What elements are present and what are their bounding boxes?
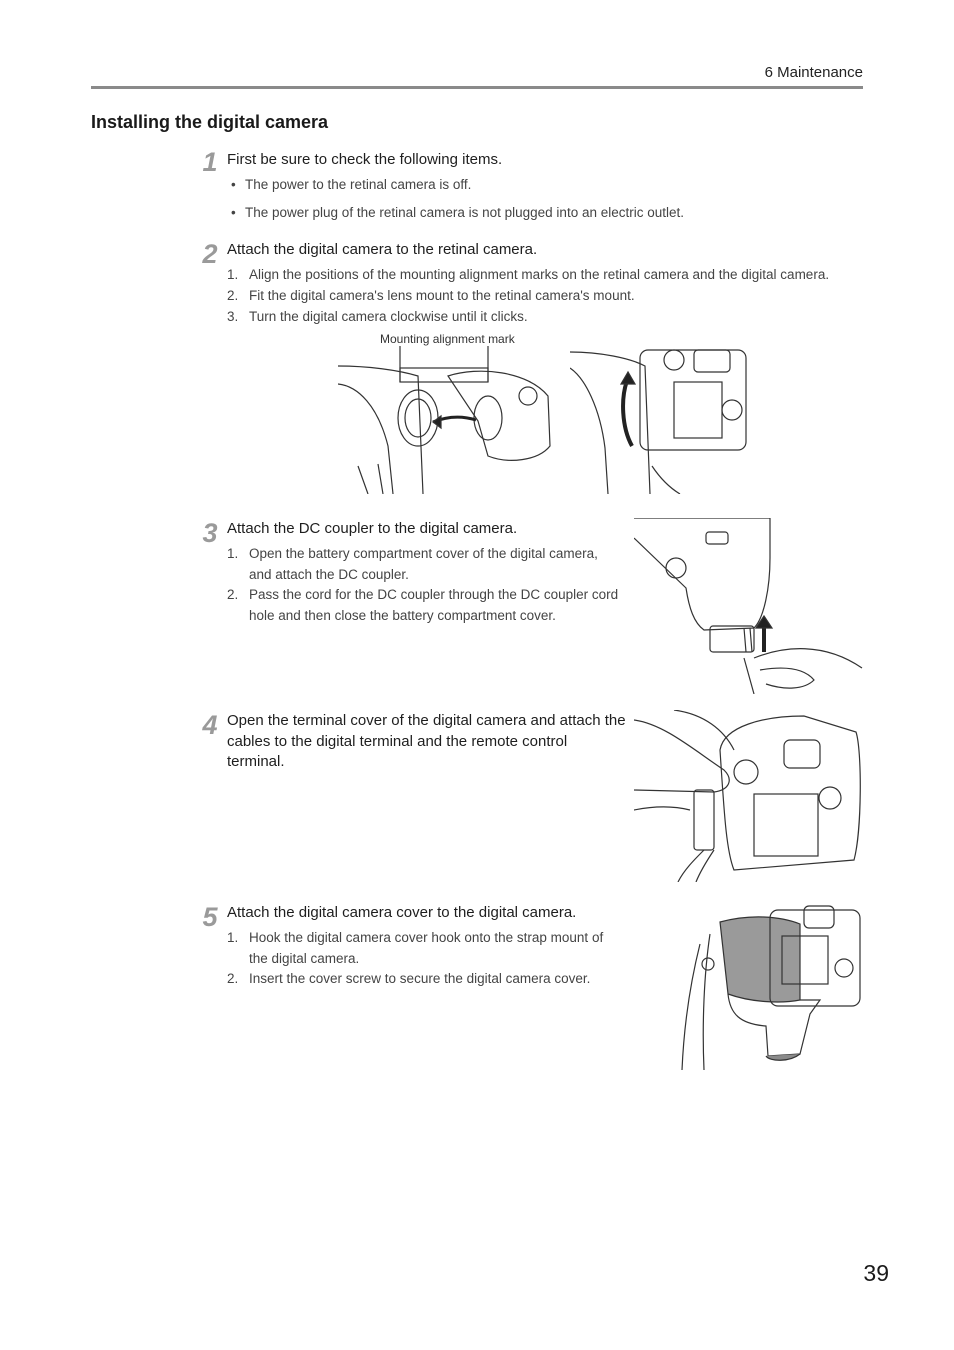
step-1-bullet-1: •The power to the retinal camera is off. xyxy=(231,177,472,192)
figure-camera-cover xyxy=(680,904,864,1070)
step-3-item-1: 1.Open the battery compartment cover of … xyxy=(227,546,598,582)
step-number-1: 1 xyxy=(202,147,218,177)
step-number-2: 2 xyxy=(202,239,218,269)
step-2-text: Attach the digital camera to the retinal… xyxy=(227,241,538,258)
section-title: Installing the digital camera xyxy=(91,112,329,132)
step-5-item-2: 2.Insert the cover screw to secure the d… xyxy=(227,971,591,986)
figure-dc-coupler xyxy=(634,518,864,694)
figure-terminal-cables xyxy=(634,710,864,882)
mounting-alignment-mark-callout: Mounting alignment mark xyxy=(380,332,515,346)
step-2-item-1: 1.Align the positions of the mounting al… xyxy=(227,267,830,282)
step-2-item-3: 3.Turn the digital camera clockwise unti… xyxy=(227,309,528,324)
step-number-3: 3 xyxy=(202,518,218,548)
figure-camera-rotate xyxy=(570,338,750,494)
step-3-text: Attach the DC coupler to the digital cam… xyxy=(227,520,518,537)
step-1-bullet-2: •The power plug of the retinal camera is… xyxy=(231,205,685,220)
step-2-item-2: 2.Fit the digital camera's lens mount to… xyxy=(227,288,635,303)
page-number: 39 xyxy=(863,1260,889,1286)
step-number-5: 5 xyxy=(202,902,218,932)
step-4-text: Open the terminal cover of the digital c… xyxy=(227,712,626,770)
header-rule xyxy=(91,86,863,89)
step-3-item-2: 2.Pass the cord for the DC coupler throu… xyxy=(227,587,619,623)
step-5-text: Attach the digital camera cover to the d… xyxy=(227,904,577,921)
figure-camera-alignment xyxy=(338,346,560,494)
step-5-item-1: 1.Hook the digital camera cover hook ont… xyxy=(227,930,604,966)
step-1-text: First be sure to check the following ite… xyxy=(227,151,503,168)
running-header: 6 Maintenance xyxy=(764,64,863,81)
step-number-4: 4 xyxy=(202,710,218,740)
